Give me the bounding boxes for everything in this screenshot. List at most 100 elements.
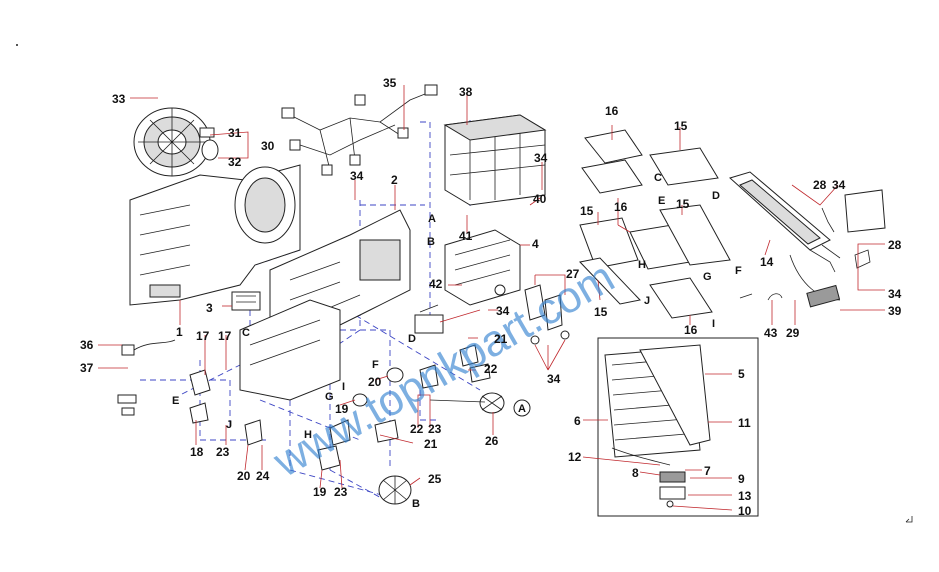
part-label: 39 [888, 304, 902, 318]
part-label: 41 [459, 229, 473, 243]
connector-letter: E [172, 395, 179, 407]
connector-letter: G [703, 271, 712, 283]
part-label: 17 [218, 329, 232, 343]
part-label: 35 [383, 76, 397, 90]
part-label: 27 [566, 267, 580, 281]
part-label: 1 [176, 325, 183, 339]
part-label: 21 [424, 437, 438, 451]
part-label: 20 [368, 375, 382, 389]
connector-letter: F [372, 359, 379, 371]
blower-motor [133, 107, 219, 177]
part-label: 23 [428, 422, 442, 436]
connector-letter: J [226, 419, 232, 431]
part-label: 15 [594, 305, 608, 319]
part-label: 23 [334, 485, 348, 499]
part-label: 24 [256, 469, 270, 483]
connector-letter: C [242, 327, 250, 339]
fittings [117, 304, 491, 471]
part-label: 33 [112, 92, 126, 106]
part-label: 26 [485, 434, 499, 448]
connector-letter: I [342, 381, 345, 393]
part-label: 34 [496, 304, 510, 318]
part-label: 15 [676, 197, 690, 211]
part-label: 25 [428, 472, 442, 486]
part-label: 20 [237, 469, 251, 483]
part-label: 22 [484, 362, 498, 376]
part-label: 30 [261, 139, 275, 153]
part-label: 11 [738, 416, 751, 430]
part-label: 17 [196, 329, 210, 343]
part-label: 31 [228, 126, 242, 140]
part-label: 16 [614, 200, 628, 214]
part-label: 16 [605, 104, 619, 118]
evaporator-box [597, 337, 759, 517]
connector-letter: B [427, 236, 435, 248]
connector-letter: D [408, 333, 416, 345]
part-number-labels: 1 2 3 4 5 6 7 8 9 10 11 12 13 14 15 15 1… [80, 76, 902, 518]
connector-letter: G [325, 391, 334, 403]
actuator-levers [524, 284, 570, 345]
door-wheels [378, 392, 505, 505]
part-label: 13 [738, 489, 752, 503]
part-3 [231, 291, 261, 311]
part-label: 2 [391, 173, 398, 187]
part-label: 19 [335, 402, 349, 416]
part-label: 22 [410, 422, 424, 436]
part-label: 16 [684, 323, 698, 337]
connector-letter: E [658, 195, 665, 207]
air-filters [579, 129, 731, 319]
part-label: 36 [80, 338, 94, 352]
part-label: 5 [738, 367, 745, 381]
part-label: 12 [568, 450, 582, 464]
connector-letter: C [654, 172, 662, 184]
part-label: 34 [350, 169, 364, 183]
part-label: 3 [206, 301, 213, 315]
connector-letter: H [304, 429, 312, 441]
blower-housing [129, 164, 301, 306]
connector-letter: B [412, 498, 420, 510]
connector-a-circle: A [513, 399, 531, 417]
part-label: 19 [313, 485, 327, 499]
part-label: 43 [764, 326, 778, 340]
part-label: 42 [429, 277, 443, 291]
part-label: 4 [532, 237, 539, 251]
part-label: 15 [580, 204, 594, 218]
part-label: 29 [786, 326, 800, 340]
part-label: 10 [738, 504, 752, 518]
part-label: 21 [494, 332, 508, 346]
part-label: 8 [632, 466, 639, 480]
connector-letter: F [735, 265, 742, 277]
part-label: 23 [216, 445, 230, 459]
filter-housing [443, 114, 547, 206]
part-label: 32 [228, 155, 242, 169]
connector-letter: A [428, 213, 436, 225]
part-label: 34 [534, 151, 548, 165]
part-label: 14 [760, 255, 774, 269]
part-label: 38 [459, 85, 473, 99]
part-label: 37 [80, 361, 94, 375]
part-label: 34 [547, 372, 561, 386]
connector-letter: J [644, 295, 650, 307]
part-28-pipe [844, 189, 886, 233]
part-label: 28 [813, 178, 827, 192]
corner-marks [16, 44, 913, 523]
part-label: 40 [533, 192, 547, 206]
mode-actuator [444, 229, 521, 306]
connector-letter: D [712, 190, 720, 202]
connector-letter: H [638, 259, 646, 271]
heater-core [729, 171, 841, 273]
part-label: 18 [190, 445, 204, 459]
connector-letter: A [518, 403, 526, 415]
connector-letter: I [712, 318, 715, 330]
part-label: 15 [674, 119, 688, 133]
part-label: 34 [888, 287, 902, 301]
leader-lines [98, 85, 885, 511]
connector-letters: A A B B C C D D E E F F G G H H I I J J [172, 172, 742, 510]
wiring-harness [281, 84, 438, 176]
part-label: 7 [704, 464, 711, 478]
part-label: 28 [888, 238, 902, 252]
heater-case [239, 209, 411, 401]
part-label: 6 [574, 414, 581, 428]
part-label: 9 [738, 472, 745, 486]
